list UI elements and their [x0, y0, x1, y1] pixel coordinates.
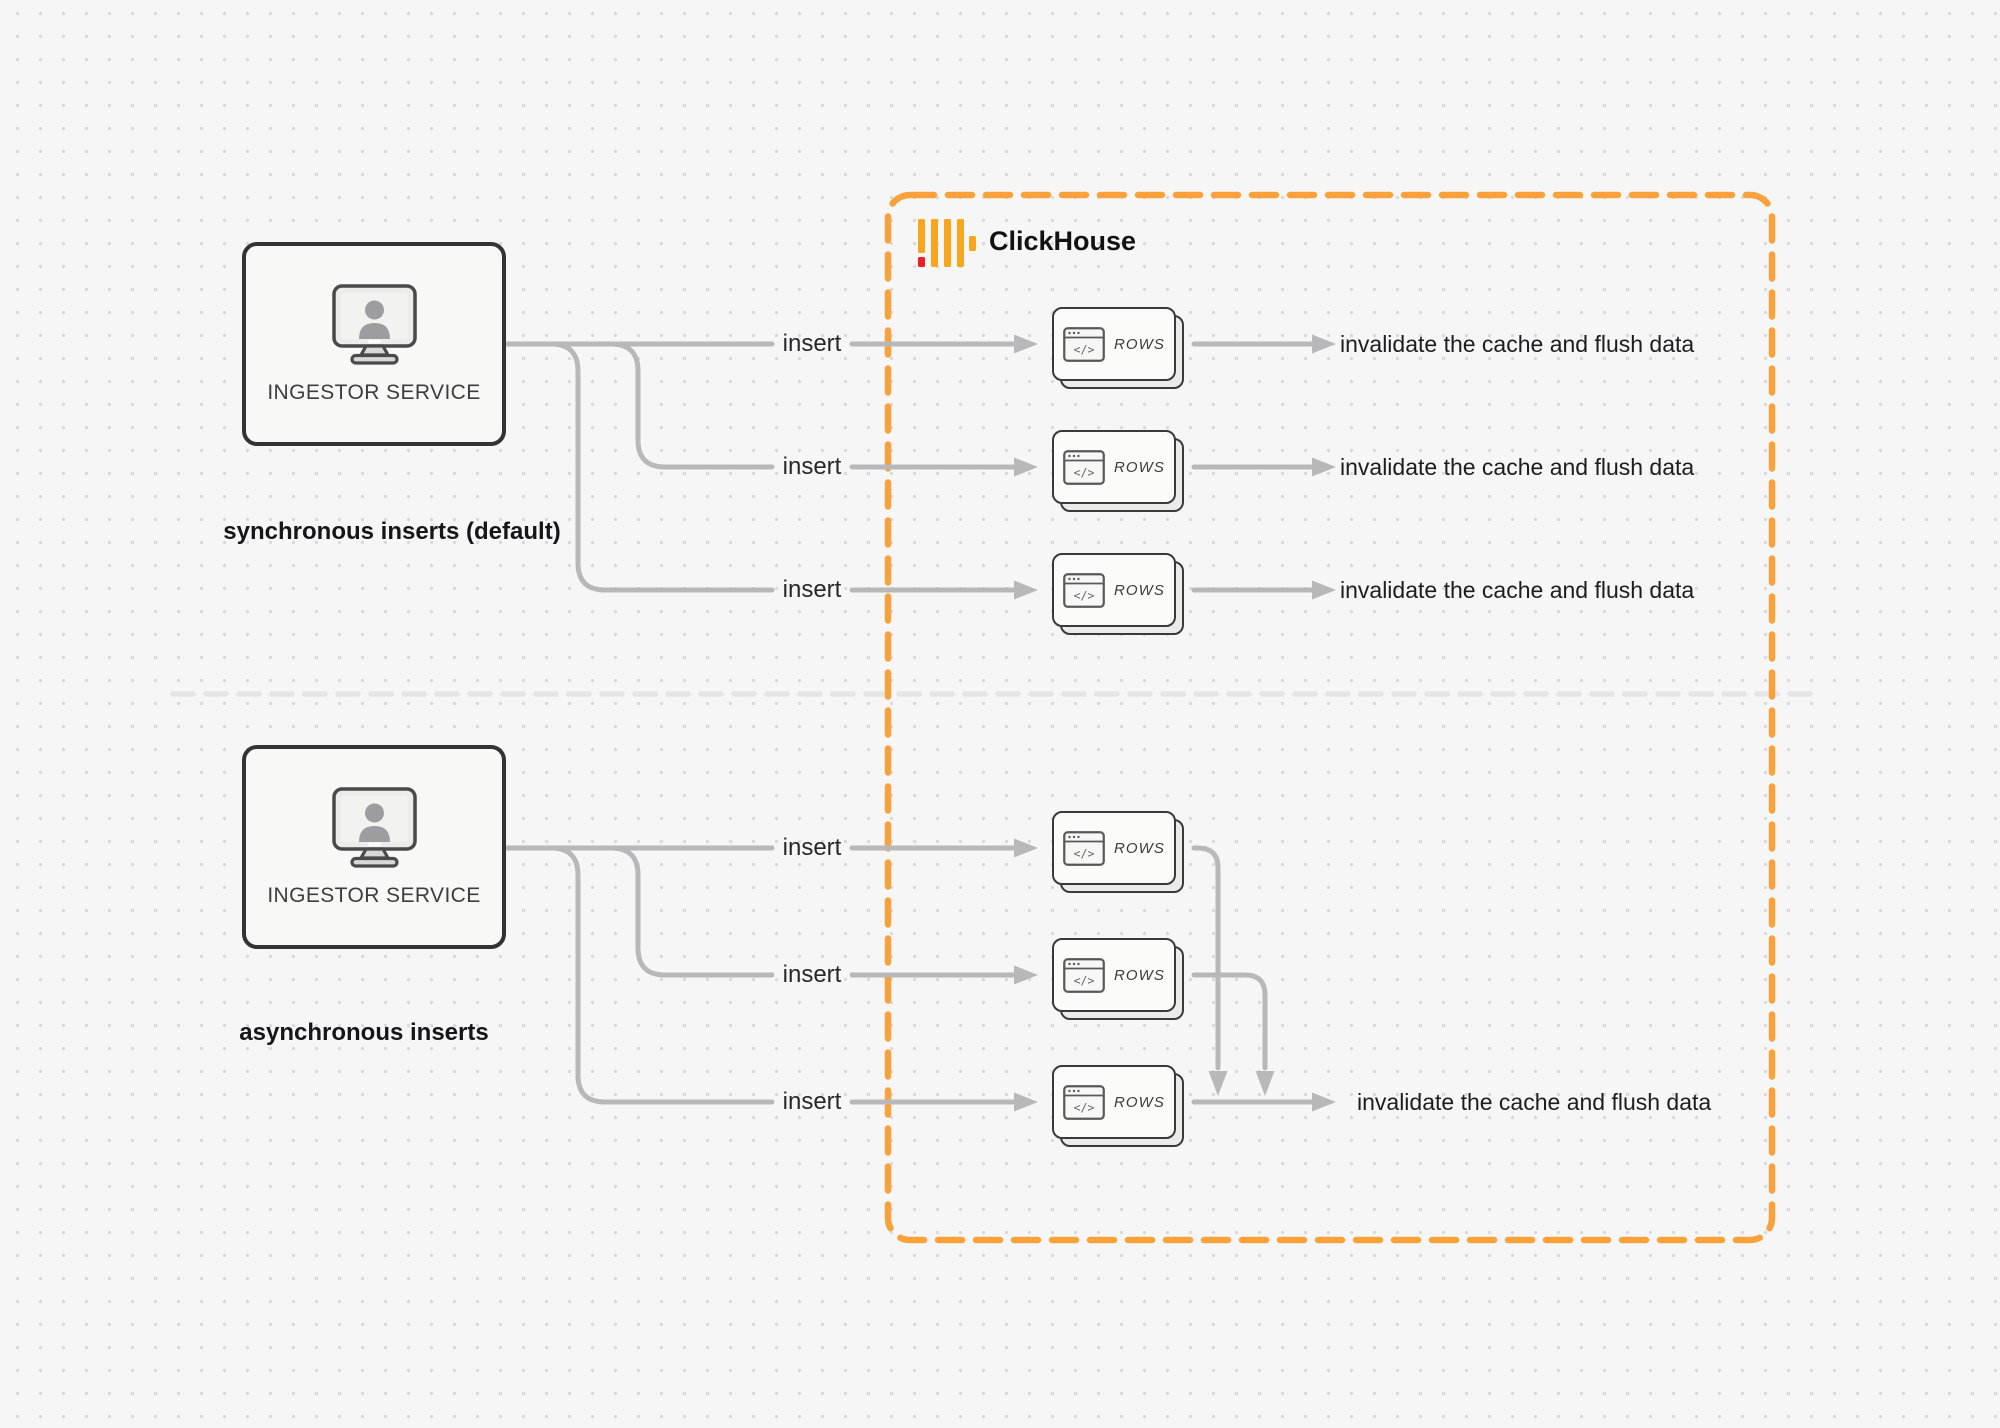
clickhouse-logo-icon [918, 219, 976, 267]
sync-branch-row2 [608, 341, 775, 470]
rows-card-face: </> ROWS [1052, 430, 1176, 504]
sync-result-label-2: invalidate the cache and flush data [1340, 454, 1695, 480]
sync-insert-label-2: insert [782, 453, 842, 480]
monitor-user-icon [331, 284, 417, 365]
code-icon-glyph: </> [1074, 342, 1095, 356]
code-icon-glyph: </> [1074, 588, 1095, 602]
rows-label: ROWS [1113, 335, 1166, 353]
sync-result-label-3: invalidate the cache and flush data [1340, 577, 1695, 603]
ingestor-service-box-sync: INGESTOR SERVICE [242, 242, 506, 446]
rows-card-face: </> ROWS [1052, 553, 1176, 627]
sync-insert-label-1: insert [782, 330, 842, 357]
code-icon-glyph: </> [1074, 465, 1095, 479]
rows-label: ROWS [1113, 839, 1166, 857]
async-merge-line-2 [1191, 972, 1268, 1071]
arrowhead-icon [1312, 1092, 1336, 1112]
code-window-icon: </> [1063, 572, 1105, 608]
rows-card: </> ROWS [1052, 811, 1184, 893]
async-merge-line-1 [1191, 845, 1221, 1071]
code-window-icon: </> [1063, 326, 1105, 362]
rows-card-face: </> ROWS [1052, 307, 1176, 381]
async-insert-label-1: insert [782, 834, 842, 861]
service-label: INGESTOR SERVICE [267, 381, 481, 404]
rows-label: ROWS [1113, 966, 1166, 984]
rows-card-face: </> ROWS [1052, 938, 1176, 1012]
arrowhead-icon [1014, 580, 1038, 600]
async-branch-row2 [608, 845, 775, 978]
async-insert-label-2: insert [782, 961, 842, 988]
code-window-icon: </> [1063, 830, 1105, 866]
async-connectors [503, 838, 1336, 1112]
rows-label: ROWS [1113, 1093, 1166, 1111]
rows-label: ROWS [1113, 581, 1166, 599]
code-icon-glyph: </> [1074, 846, 1095, 860]
arrowhead-icon [1014, 838, 1038, 858]
arrowhead-icon [1312, 334, 1336, 354]
async-caption: asynchronous inserts [239, 1019, 489, 1046]
code-icon-glyph: </> [1074, 1100, 1095, 1114]
arrowhead-down-icon [1208, 1071, 1228, 1096]
code-window-icon: </> [1063, 1084, 1105, 1120]
rows-card: </> ROWS [1052, 553, 1184, 635]
rows-card: </> ROWS [1052, 430, 1184, 512]
code-window-icon: </> [1063, 957, 1105, 993]
rows-card: </> ROWS [1052, 938, 1184, 1020]
rows-card: </> ROWS [1052, 1065, 1184, 1147]
sync-branch-row3 [548, 341, 775, 593]
rows-card: </> ROWS [1052, 307, 1184, 389]
async-result-label: invalidate the cache and flush data [1357, 1089, 1712, 1115]
arrowhead-icon [1312, 580, 1336, 600]
clickhouse-label: ClickHouse [989, 226, 1137, 256]
arrowhead-icon [1014, 1092, 1038, 1112]
code-window-icon: </> [1063, 449, 1105, 485]
async-branch-row3 [548, 845, 775, 1105]
rows-label: ROWS [1113, 458, 1166, 476]
async-insert-label-3: insert [782, 1088, 842, 1115]
ingestor-service-box-async: INGESTOR SERVICE [242, 745, 506, 949]
sync-result-label-1: invalidate the cache and flush data [1340, 331, 1695, 357]
sync-insert-label-3: insert [782, 576, 842, 603]
rows-card-face: </> ROWS [1052, 811, 1176, 885]
rows-card-face: </> ROWS [1052, 1065, 1176, 1139]
service-label: INGESTOR SERVICE [267, 884, 481, 907]
arrowhead-icon [1014, 965, 1038, 985]
arrowhead-icon [1014, 334, 1038, 354]
code-icon-glyph: </> [1074, 973, 1095, 987]
sync-caption: synchronous inserts (default) [223, 518, 561, 545]
arrowhead-icon [1014, 457, 1038, 477]
monitor-user-icon [331, 787, 417, 868]
arrowhead-icon [1312, 457, 1336, 477]
arrowhead-down-icon [1255, 1071, 1275, 1096]
sync-connectors [503, 334, 1336, 600]
